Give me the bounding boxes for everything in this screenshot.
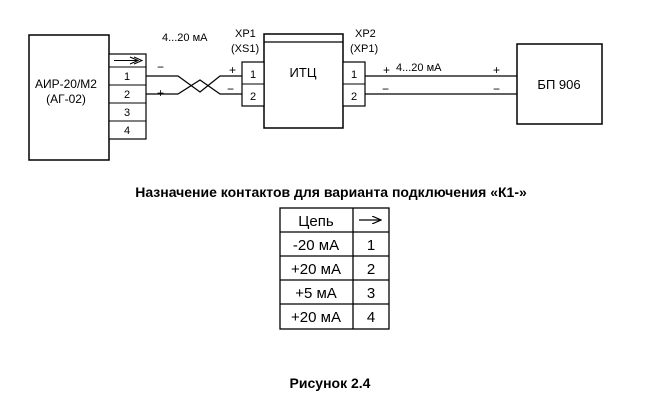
table-cell-pin: 2 [367,261,375,278]
power-supply-bp906: БП 906 [516,43,603,125]
device-wire2-plus: + [157,86,164,100]
itc-in-minus: − [227,82,234,96]
itc-right-pin-2: 2 [351,91,357,103]
current-range-label-left: 4...20 мА [162,32,208,44]
itc-right-connector-label: XP2 [355,28,376,40]
table-row: +20 мА 2 [291,261,375,278]
device-body [28,34,110,161]
itc-left-connector-label: XP1 [235,28,256,40]
itc-left-connector-sublabel: (XS1) [231,43,259,55]
table-cell-circuit: +20 мА [291,309,341,326]
itc-name: ИТЦ [290,65,317,80]
itc-right-pin-block: 1 2 [342,61,366,107]
table-header-circuit: Цепь [298,213,334,230]
pin-assignment-table: Цепь -20 мА 1 +20 мА 2 +5 мА 3 +20 мА 4 [279,207,390,330]
crossed-wires [146,75,242,95]
psu-in-minus: − [493,82,500,96]
table-cell-pin: 1 [367,237,375,254]
power-supply-body [516,43,603,125]
itc-out-minus: − [382,82,389,96]
table-cell-circuit: -20 мА [293,237,339,254]
device-terminal-2: 2 [124,89,130,101]
device-air20: АИР-20/М2 (АГ-02) 1 2 3 4 [28,34,147,161]
itc-out-plus: + [383,63,390,77]
figure-caption: Рисунок 2.4 [290,375,371,391]
table-row: -20 мА 1 [293,237,375,254]
power-wires [365,75,517,95]
itc-in-plus: + [229,63,236,77]
double-arrow-icon [114,56,144,65]
itc-body [263,33,344,129]
device-wire1-minus: − [157,60,164,74]
table-cell-pin: 4 [367,309,375,326]
itc-left-pin-2: 2 [250,91,256,103]
itc-right-connector-sublabel: (XP1) [350,43,378,55]
device-terminal-1: 1 [124,71,130,83]
device-name-line1: АИР-20/М2 [35,77,97,91]
table-title: Назначение контактов для варианта подклю… [135,184,527,200]
itc-left-pin-1: 1 [250,69,256,81]
device-name-line2: (АГ-02) [46,92,86,106]
psu-in-plus: + [493,63,500,77]
device-terminal-4: 4 [124,125,130,137]
itc-converter: XP1 (XS1) XP2 (XP1) ИТЦ 1 2 1 2 [231,28,378,129]
current-range-label-right: 4...20 мА [396,62,442,74]
itc-left-pin-block: 1 2 [241,61,265,107]
power-supply-name: БП 906 [537,77,580,92]
table-cell-pin: 3 [367,285,375,302]
device-terminal-3: 3 [124,107,130,119]
table-cell-circuit: +20 мА [291,261,341,278]
table-row: +20 мА 4 [291,309,375,326]
itc-right-pin-1: 1 [351,69,357,81]
table-row: +5 мА 3 [295,285,375,302]
table-cell-circuit: +5 мА [295,285,337,302]
device-terminal-strip: 1 2 3 4 [108,53,147,140]
